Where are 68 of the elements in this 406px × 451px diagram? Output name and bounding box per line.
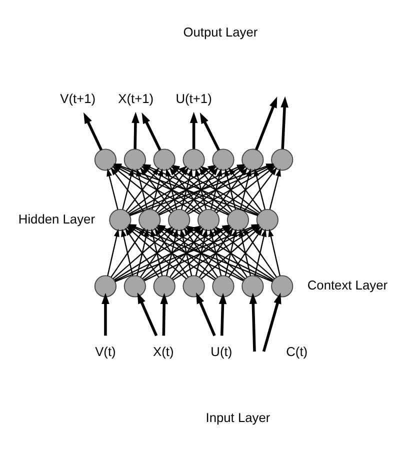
arrow [84,112,103,150]
arrow [160,292,168,336]
arrow [214,166,248,212]
node-text: U(t) [210,343,232,358]
arrow [224,228,238,276]
arrow [213,227,248,278]
node-circle [242,148,264,170]
node-text: X(t) [153,343,174,358]
arrow [254,228,267,276]
arrow [106,168,118,210]
arrow [190,111,198,148]
arrow [269,168,281,210]
arrow [224,168,236,210]
node-circle [153,274,176,297]
arrow [196,292,216,336]
node-circle [256,208,278,231]
arrow [102,292,110,336]
node-text: X(t+1) [118,90,154,106]
arrow [142,112,162,150]
arrow [180,228,192,276]
label: Output Layer [183,24,258,40]
node-text: V(t) [95,343,116,358]
arrow [210,168,222,210]
node-circle [153,148,176,170]
arrow [240,168,252,210]
node-circle [226,208,249,231]
arrow [228,166,262,212]
arrow [121,228,134,276]
node-text: V(t+1) [60,90,96,106]
arrow [107,228,120,276]
arrow [280,96,288,148]
node-circle [242,274,264,297]
node-circle [94,148,116,170]
node-circle [212,274,234,297]
arrow [254,168,266,210]
label: Input Layer [206,410,270,425]
label: Hidden Layer [18,210,96,226]
arrow [132,111,140,148]
arrow [137,292,158,336]
node-circle [124,274,146,297]
arrow [209,228,222,276]
arrow [198,166,232,212]
label: C(t) [286,343,308,358]
label: Context Layer [307,277,388,292]
arrow [195,168,207,210]
arrow [218,292,227,336]
node-circle [138,208,161,231]
arrow [243,166,278,212]
arrow [242,227,278,278]
node-circle [109,208,132,231]
node-text: U(t+1) [176,90,212,106]
node-circle [182,274,205,297]
arrow [238,228,252,276]
arrow [200,112,220,150]
node-circle [271,274,294,297]
arrow [249,292,258,352]
arrow [198,227,234,278]
arrow [268,228,281,276]
node-circle [182,148,205,170]
node-circle [168,208,190,231]
arrow [262,292,282,352]
node-circle [271,148,294,170]
node-circle [124,148,146,170]
node-circle [197,208,220,231]
arrow [255,96,278,150]
arrow [228,227,263,278]
node-circle [94,274,116,297]
node-circle [212,148,234,170]
